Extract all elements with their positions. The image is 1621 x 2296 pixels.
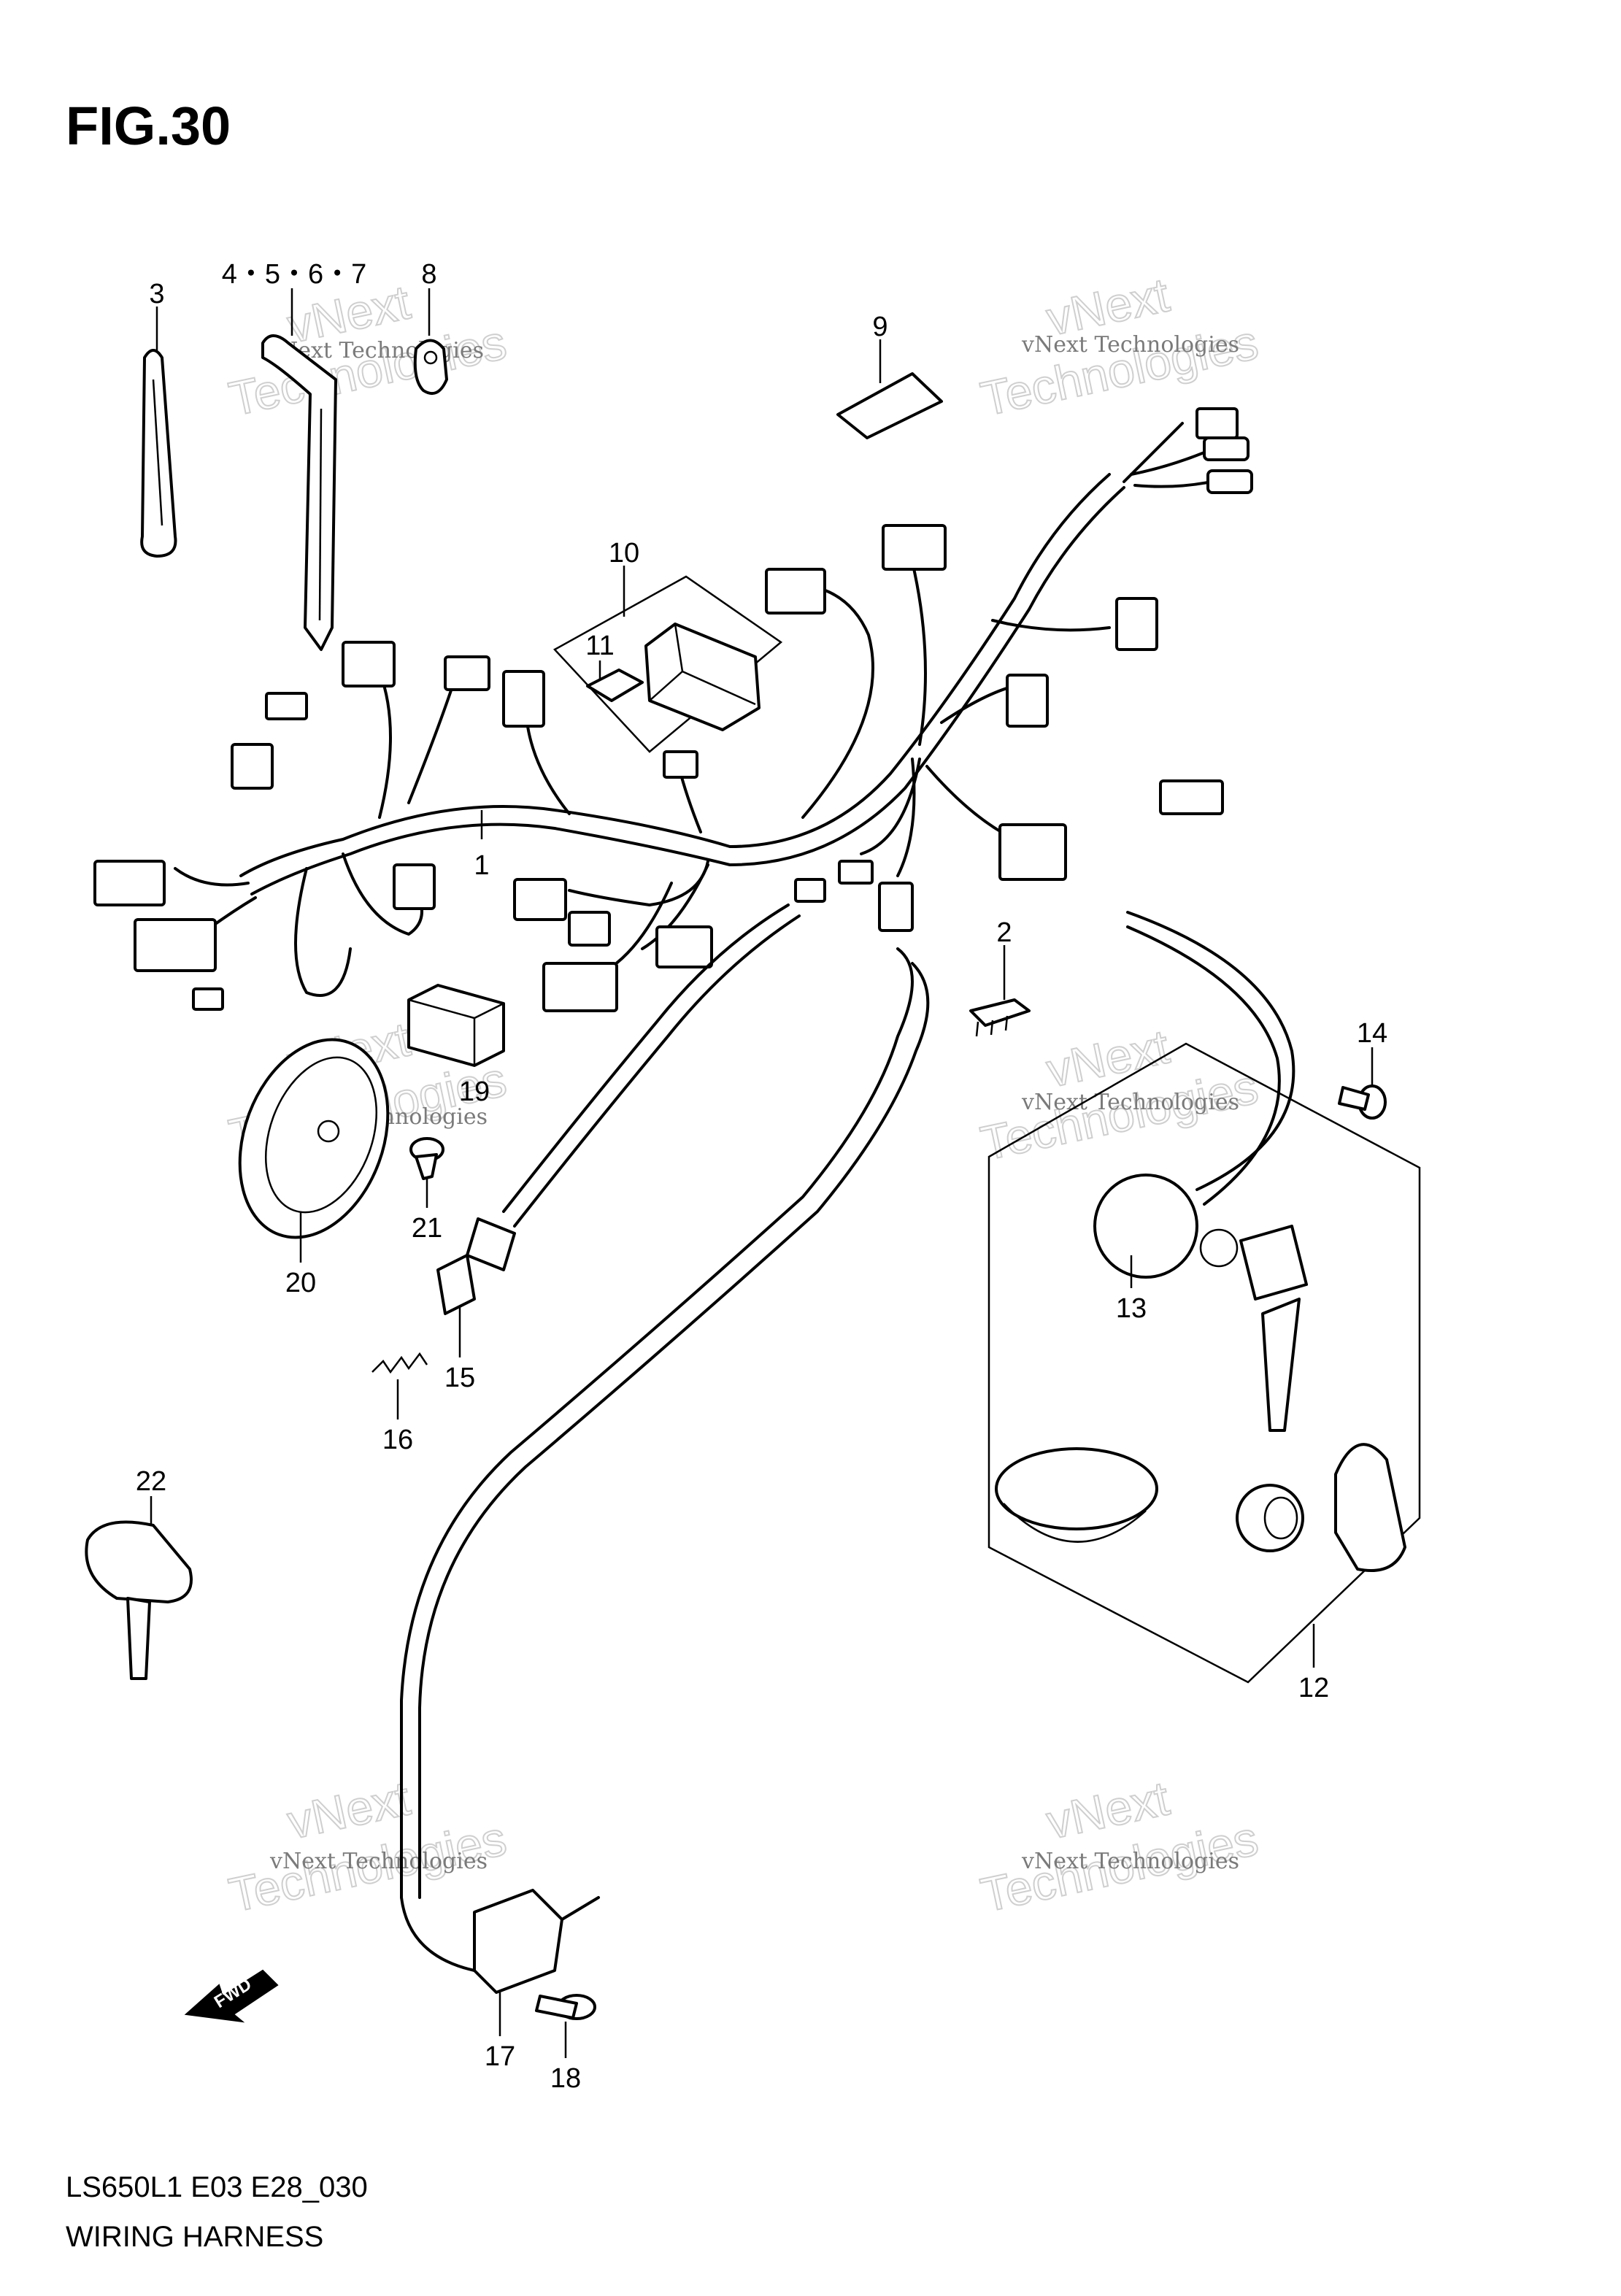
callout-22: 22	[136, 1466, 166, 1497]
callout-4-7: 4・5・6・7	[222, 259, 367, 290]
watermark-bottom-left: Technologies vNext vNext Technologies	[224, 1770, 512, 1922]
callout-20: 20	[285, 1268, 316, 1298]
watermark-bottom-right: Technologies vNext vNext Technologies	[976, 1770, 1263, 1922]
part-19-relay	[407, 984, 505, 1067]
callout-18: 18	[550, 2063, 581, 2094]
callout-16: 16	[382, 1425, 413, 1455]
watermark-middle-right: Technologies vNext vNext Technologies	[976, 1018, 1263, 1171]
part-20-horn	[238, 1038, 390, 1239]
part-3-clamp-strap	[140, 349, 177, 558]
part-1-main-harness	[174, 422, 1213, 997]
part-8-clip	[413, 339, 448, 395]
part-18-bolt	[535, 1994, 596, 2020]
part-15-brake-switch	[436, 904, 801, 1315]
callout-17: 17	[485, 2041, 515, 2072]
diagram-code: LS650L1 E03 E28_030	[66, 2171, 368, 2203]
part-22-key	[85, 1520, 193, 1680]
callout-15: 15	[444, 1363, 475, 1393]
part-16-spring	[371, 1352, 428, 1374]
part-14-screw	[1338, 1085, 1387, 1120]
callout-9: 9	[872, 312, 887, 342]
part-12-lock-set	[987, 1042, 1421, 1684]
callout-2: 2	[996, 917, 1012, 948]
part-17-rear-switch-cable	[400, 947, 930, 1994]
svg-text:vNext Technologies: vNext Technologies	[269, 1849, 488, 1874]
callout-13: 13	[1116, 1293, 1147, 1324]
callout-19: 19	[459, 1076, 490, 1107]
callout-8: 8	[421, 259, 436, 290]
figure-title: FIG.30	[66, 96, 231, 156]
part-2-diode	[969, 998, 1031, 1037]
callout-3: 3	[149, 279, 164, 309]
leader-lines	[150, 288, 1374, 2058]
part-10-relay-group	[552, 575, 783, 753]
watermark-top-right: Technologies vNext vNext Technologies	[976, 266, 1263, 426]
part-4-7-cable-tie	[261, 334, 337, 651]
part-13-ignition-switch	[1093, 911, 1308, 1432]
callout-10: 10	[609, 538, 639, 569]
svg-text:vNext Technologies: vNext Technologies	[1021, 1090, 1239, 1115]
svg-text:vNext Technologies: vNext Technologies	[1021, 1849, 1239, 1874]
callout-14: 14	[1357, 1018, 1387, 1049]
harness-connectors	[93, 407, 1253, 1012]
part-9-label	[836, 372, 943, 439]
part-11-fuse	[586, 669, 644, 702]
part-21-bolt	[409, 1137, 444, 1180]
fwd-direction-arrow: FWD	[184, 1969, 279, 2023]
callout-12: 12	[1298, 1673, 1329, 1703]
callout-1: 1	[474, 850, 489, 881]
callout-21: 21	[412, 1213, 442, 1244]
diagram-caption: WIRING HARNESS	[66, 2221, 323, 2253]
callout-11: 11	[585, 631, 614, 661]
svg-text:vNext Technologies: vNext Technologies	[1021, 332, 1239, 358]
callout-labels: 1 2 3 4・5・6・7 8 9 10 11 12 13 14 15 16 1…	[136, 259, 1387, 2094]
